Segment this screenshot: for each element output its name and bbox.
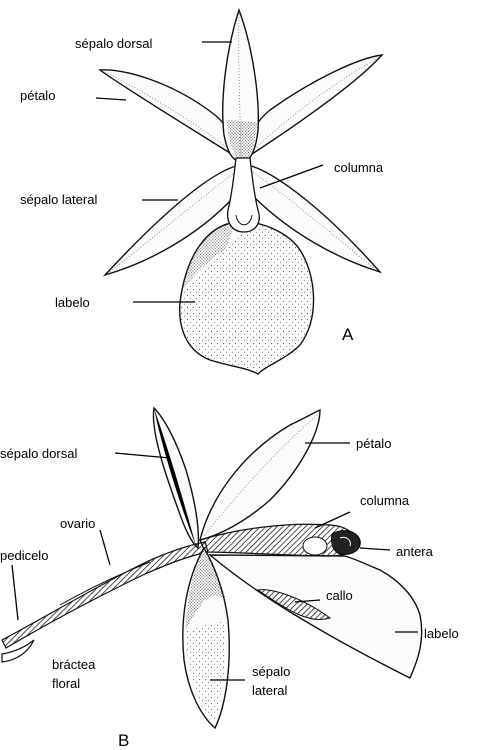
panel-label-a: A (342, 325, 354, 344)
label-sepalo-lateral-line1-b: sépalo (252, 664, 290, 679)
label-bractea-line2-b: floral (52, 676, 80, 691)
figure-b: sépalo dorsal pétalo ovario columna pedi… (0, 408, 459, 750)
anther-b (331, 531, 360, 555)
label-sepalo-dorsal-a: sépalo dorsal (75, 36, 152, 51)
label-labelo-a: labelo (55, 295, 90, 310)
panel-label-b: B (118, 731, 129, 750)
label-columna-b: columna (360, 493, 410, 508)
label-columna-a: columna (334, 160, 384, 175)
petal-b (200, 410, 320, 540)
label-sepalo-dorsal-b: sépalo dorsal (0, 446, 77, 461)
label-pedicelo-b: pedicelo (0, 548, 48, 563)
petal-left-a (100, 70, 238, 158)
label-sepalo-lateral-a: sépalo lateral (20, 192, 97, 207)
label-callo-b: callo (326, 588, 353, 603)
label-sepalo-lateral-line2-b: lateral (252, 683, 288, 698)
figure-a: sépalo dorsal pétalo columna sépalo late… (20, 10, 384, 374)
label-labelo-b: labelo (424, 626, 459, 641)
label-bractea-line1-b: bráctea (52, 657, 96, 672)
petal-right-a (246, 55, 382, 158)
label-petalo-a: pétalo (20, 88, 55, 103)
label-antera-b: antera (396, 544, 434, 559)
label-petalo-b: pétalo (356, 436, 391, 451)
label-ovario-b: ovario (60, 516, 95, 531)
